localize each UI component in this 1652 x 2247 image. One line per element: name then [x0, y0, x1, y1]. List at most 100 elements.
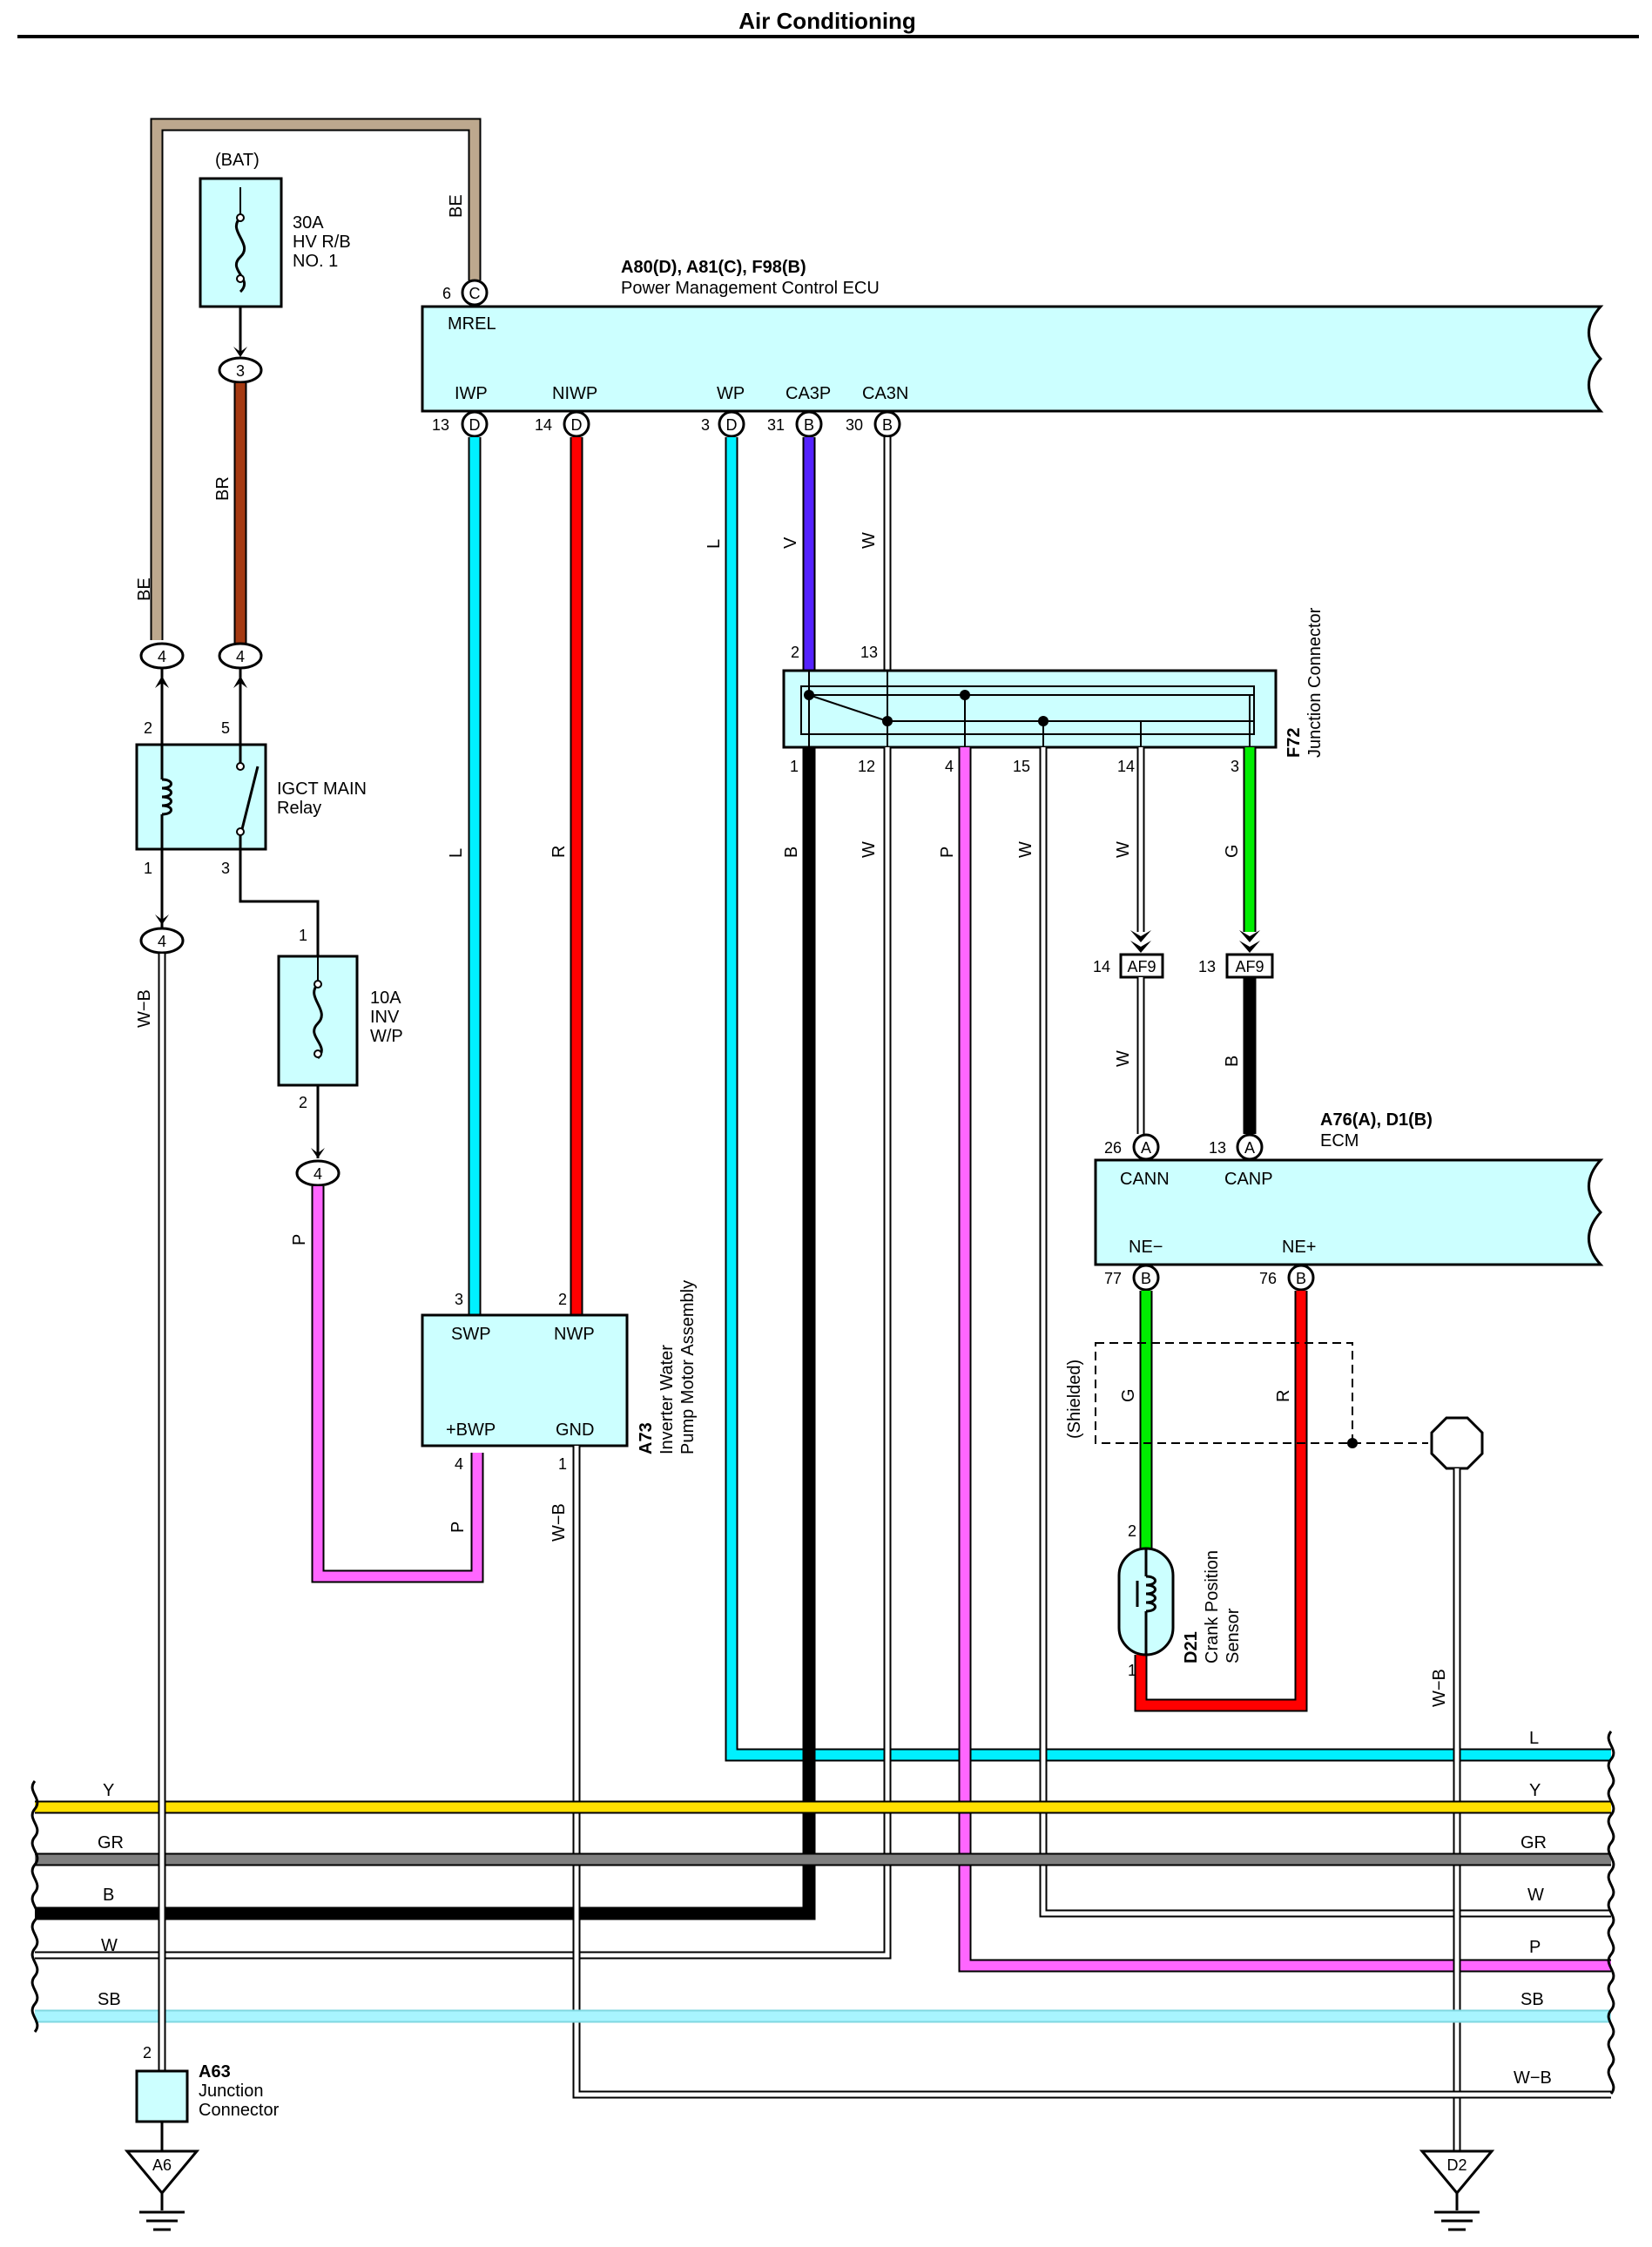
- ecu-pin-iwp-conn: D: [469, 416, 481, 434]
- ecm-pin-canp-connletter: A: [1244, 1139, 1255, 1157]
- wire-label-g-neminus: G: [1119, 1388, 1138, 1402]
- wire-label-w-cann: W: [1114, 1050, 1133, 1067]
- relay-pin-5: 5: [221, 719, 230, 737]
- wire-label-g-f72-3: G: [1223, 844, 1242, 858]
- wire-label-w-ca3n: W: [860, 532, 879, 549]
- wire-label-wb-right: W−B: [1430, 1669, 1449, 1707]
- pump-pin-gnd-num: 1: [558, 1455, 567, 1473]
- ecu-pin-ca3n-num: 30: [846, 416, 863, 434]
- fuse-10a-circuit: INV: [370, 1008, 400, 1027]
- splice-4-right: [218, 642, 263, 670]
- fuse-30a-rating: 30A: [293, 213, 324, 233]
- wire-label-p-f72: P: [938, 847, 957, 858]
- relay-name-1: IGCT MAIN: [277, 779, 367, 799]
- ecu-pin-iwp-label: IWP: [455, 384, 488, 403]
- ecm-pin-neminus-num: 77: [1104, 1270, 1122, 1287]
- relay-coil-icon: [153, 745, 172, 849]
- ecm-box: [1094, 1158, 1604, 1266]
- pump-swp-label: SWP: [451, 1325, 491, 1344]
- ecu-pin-ca3n-conn: B: [882, 416, 893, 434]
- wire-label-w-f72-15: W: [1016, 841, 1035, 858]
- ecu-pin-ca3p-conn: B: [804, 416, 814, 434]
- wire-label-r-niwp: R: [550, 846, 569, 858]
- sensor-coil-icon: [1136, 1549, 1156, 1655]
- wire-label-l-iwp: L: [447, 848, 466, 858]
- ecm-pin-neplus-num: 76: [1259, 1270, 1277, 1287]
- wire-label-p-left: P: [290, 1234, 309, 1245]
- pump-gnd-label: GND: [556, 1420, 594, 1440]
- bus-right-label-y: Y: [1529, 1781, 1541, 1800]
- splice-4-left-num: 4: [158, 648, 166, 665]
- break-marks-left: [30, 1780, 39, 2033]
- f72-name: Junction Connector: [1305, 607, 1325, 758]
- af9-w-code: AF9: [1127, 958, 1156, 975]
- f72-pin-2: 2: [791, 644, 799, 661]
- wire-label-wb-pump: W−B: [550, 1503, 569, 1542]
- ecu-connectors: A80(D), A81(C), F98(B): [621, 258, 806, 277]
- fuse-30a-icon: [234, 187, 246, 353]
- sensor-name-2: Sensor: [1224, 1608, 1243, 1663]
- splice-4-right-num: 4: [236, 648, 245, 665]
- a63-pin: 2: [143, 2044, 152, 2061]
- f72-bus-lines: [808, 671, 1254, 747]
- af9-w-box: [1119, 953, 1164, 979]
- ecu-pin-mrel-connletter: C: [469, 285, 481, 302]
- f72-pin-14: 14: [1117, 758, 1135, 775]
- ecu-pin-niwp-num: 14: [535, 416, 552, 434]
- sensor-name-1: Crank Position: [1203, 1550, 1222, 1663]
- shield-box: [1095, 1342, 1353, 1444]
- pump-name-1: Inverter Water: [657, 1345, 677, 1454]
- pump-bwp-label: +BWP: [446, 1420, 496, 1440]
- a63-box: [135, 2069, 189, 2123]
- f72-junction-dots: [804, 690, 1049, 726]
- wire-r-neplus: [1134, 1291, 1308, 1712]
- wire-be: [150, 118, 482, 640]
- ecu-pin-iwp-num: 13: [432, 416, 449, 434]
- ecm-pin-cann-connletter: A: [1141, 1139, 1151, 1157]
- wire-label-b-f72: B: [782, 847, 801, 858]
- ecm-pin-neplus-connletter: B: [1296, 1270, 1306, 1287]
- a63-name-1: Junction: [199, 2082, 264, 2101]
- pump-pin-nwp-num: 2: [558, 1291, 567, 1308]
- af9-g-code: AF9: [1235, 958, 1264, 975]
- sensor-pin-1: 1: [1128, 1662, 1136, 1679]
- a63-name-2: Connector: [199, 2101, 280, 2120]
- fuse-10a-pin-1: 1: [299, 927, 307, 944]
- sensor-pin-2: 2: [1128, 1522, 1136, 1540]
- ecu-pin-mrel-label: MREL: [448, 314, 496, 334]
- wire-b-f72: [35, 747, 816, 1920]
- ecu-pin-niwp-conn: D: [571, 416, 583, 434]
- ecm-pin-neminus-connletter: B: [1141, 1270, 1151, 1287]
- relay-pin-2: 2: [144, 719, 152, 737]
- ecu-box: [421, 305, 1604, 413]
- ecu-pin-mrel-conn: [461, 279, 489, 307]
- bus-left-label-y: Y: [103, 1781, 114, 1800]
- splice-4-relay-out: [139, 927, 185, 955]
- ecu-pin-ca3p-num: 31: [767, 416, 785, 434]
- pump-box: [421, 1313, 629, 1447]
- relay-switch-icon: [236, 745, 260, 849]
- fuse-30a-number: NO. 1: [293, 252, 338, 271]
- wire-label-be-left: BE: [135, 577, 154, 601]
- splice-4-fuse-out-num: 4: [314, 1165, 322, 1183]
- f72-pin-13: 13: [860, 644, 878, 661]
- pump-pin-bwp-num: 4: [455, 1455, 463, 1473]
- pump-pin-swp-num: 3: [455, 1291, 463, 1308]
- fuse-10a-load: W/P: [370, 1027, 403, 1046]
- ecu-pin-niwp-label: NIWP: [552, 384, 597, 403]
- ecu-pin-wp-conn: D: [726, 416, 738, 434]
- wire-label-w-f72-14: W: [1114, 841, 1133, 858]
- splice-4-fuse-out: [295, 1159, 341, 1187]
- wire-label-l-wp: L: [705, 539, 724, 549]
- f72-inner: [800, 685, 1255, 735]
- ecm-pin-neplus-label: NE+: [1282, 1238, 1316, 1257]
- break-marks-right: [1607, 1731, 1615, 2095]
- pump-nwp-label: NWP: [554, 1325, 595, 1344]
- wire-p-f72: [958, 747, 1611, 1973]
- wire-wb-pump: [572, 1446, 1611, 2099]
- ecu-name: Power Management Control ECU: [621, 279, 880, 298]
- bus-right-label-l: L: [1529, 1729, 1539, 1748]
- pump-name-2: Pump Motor Assembly: [678, 1280, 698, 1454]
- bus-left-label-w: W: [101, 1936, 118, 1955]
